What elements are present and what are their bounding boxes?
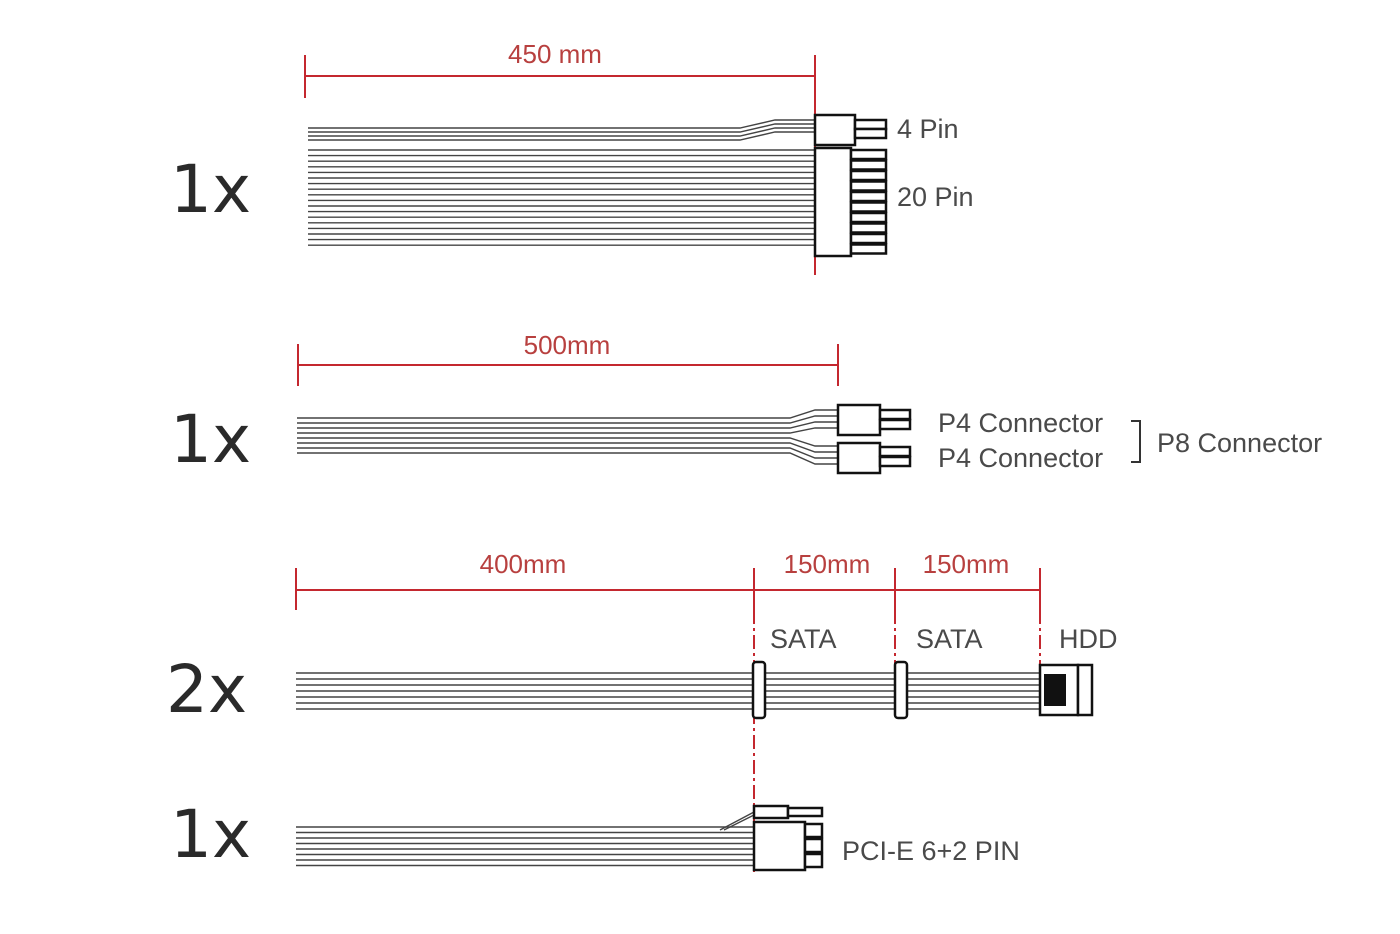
wire — [297, 427, 838, 434]
connector-label: 20 Pin — [897, 182, 974, 212]
quantity-label: 2x — [166, 651, 247, 728]
quantity-label: 1x — [170, 401, 251, 478]
pin — [786, 806, 824, 818]
wire-bundle — [296, 826, 754, 867]
6-pin-pins — [803, 822, 824, 869]
sata-connector — [893, 660, 909, 720]
4-pin-connector — [813, 113, 857, 147]
pin — [849, 211, 888, 224]
dimension-line — [304, 55, 816, 275]
wire — [297, 415, 838, 424]
wire-bundle — [297, 409, 838, 465]
wire — [297, 442, 838, 453]
wire — [297, 447, 838, 459]
sata-connector — [751, 660, 767, 720]
connector-label: HDD — [1059, 624, 1118, 654]
wire — [297, 409, 838, 419]
p4-connector — [836, 441, 912, 475]
p8-cable: 1x 500mm P4 Connector P4 Connector P8 Co… — [170, 330, 1322, 478]
connector-label: P4 Connector — [938, 408, 1103, 438]
p4-connector — [836, 403, 912, 437]
quantity-label: 1x — [170, 796, 251, 873]
pin — [849, 190, 888, 203]
connector-label: P4 Connector — [938, 443, 1103, 473]
dimension-label: 150mm — [784, 549, 871, 579]
atx-cable: 1x 450 mm 4 Pin 20 Pin — [170, 39, 974, 275]
connector-label: 4 Pin — [897, 114, 959, 144]
hdd-molex-connector — [1038, 663, 1094, 717]
wire — [297, 421, 838, 429]
wire — [297, 437, 838, 447]
wire — [297, 452, 838, 465]
connector-label: PCI-E 6+2 PIN — [842, 836, 1020, 866]
connector-label: SATA — [916, 624, 983, 654]
dimension-label: 500mm — [524, 330, 611, 360]
wire-bundle — [308, 119, 815, 246]
dimension-line — [297, 344, 839, 386]
dimension-label: 400mm — [480, 549, 567, 579]
sata-cable: 2x 400mm 150mm 150mm SATA SATA HDD — [166, 549, 1118, 872]
wire-bundle — [296, 672, 1040, 710]
quantity-label: 1x — [170, 151, 251, 228]
pin — [849, 169, 888, 182]
pin — [849, 243, 888, 255]
pin — [849, 201, 888, 213]
wire — [308, 119, 815, 129]
connector-label: P8 Connector — [1157, 428, 1322, 458]
wire — [308, 131, 815, 141]
pin — [849, 159, 888, 171]
pin — [849, 222, 888, 234]
pcie-cable: 1x PCI-E 6+2 PIN — [170, 796, 1020, 873]
dimension-label: 450 mm — [508, 39, 602, 69]
dimension-line — [295, 568, 1041, 610]
pin — [849, 180, 888, 192]
wire — [308, 123, 815, 133]
dimension-label: 150mm — [923, 549, 1010, 579]
20-pin-pins — [849, 148, 888, 255]
wire — [308, 127, 815, 137]
6-pin-connector — [752, 820, 807, 872]
bracket — [1131, 420, 1141, 463]
pin — [849, 148, 888, 161]
pin — [849, 232, 888, 245]
20-pin-connector — [813, 146, 853, 258]
connector-label: SATA — [770, 624, 837, 654]
2-pin-connector — [752, 804, 790, 820]
4-pin-pins — [853, 118, 888, 140]
wire — [719, 811, 757, 831]
